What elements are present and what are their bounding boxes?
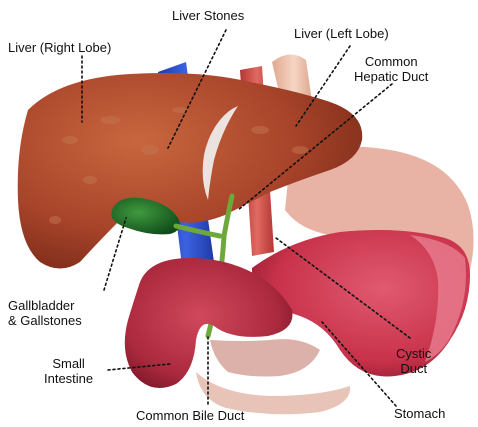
label-stomach-text: Stomach [394,406,445,421]
label-liver-right-lobe-text: Liver (Right Lobe) [8,40,111,55]
label-liver-stones-text: Liver Stones [172,8,244,23]
label-common-hepatic-duct-line2: Hepatic Duct [354,69,428,84]
label-gallbladder: Gallbladder & Gallstones [8,298,82,328]
label-cystic-duct-line2: Duct [396,361,431,376]
label-stomach: Stomach [394,406,445,421]
label-gallbladder-line2: & Gallstones [8,313,82,328]
label-common-hepatic-duct: Common Hepatic Duct [354,54,428,84]
label-small-intestine-line1: Small [44,356,93,371]
label-small-intestine: Small Intestine [44,356,93,386]
label-gallbladder-line1: Gallbladder [8,298,82,313]
label-common-hepatic-duct-line1: Common [354,54,428,69]
label-liver-left-lobe-text: Liver (Left Lobe) [294,26,389,41]
label-liver-left-lobe: Liver (Left Lobe) [294,26,389,41]
label-common-bile-duct: Common Bile Duct [136,408,244,423]
pancreas [210,339,320,376]
label-cystic-duct: Cystic Duct [396,346,431,376]
label-common-bile-duct-text: Common Bile Duct [136,408,244,423]
label-liver-right-lobe: Liver (Right Lobe) [8,40,111,55]
label-cystic-duct-line1: Cystic [396,346,431,361]
label-small-intestine-line2: Intestine [44,371,93,386]
label-liver-stones: Liver Stones [172,8,244,23]
